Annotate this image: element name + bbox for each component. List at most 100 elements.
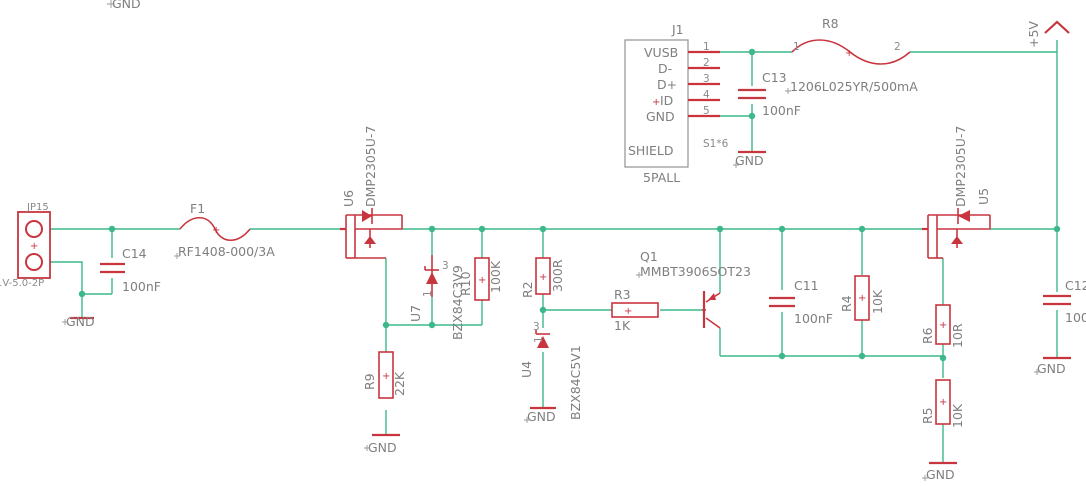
gnd-symbol-c12: GND bbox=[1037, 356, 1071, 376]
svg-text:Q1: Q1 bbox=[640, 249, 658, 264]
svg-text:+: + bbox=[212, 225, 220, 236]
svg-text:2: 2 bbox=[703, 57, 710, 69]
resistor-r3: + R3 1K bbox=[611, 287, 659, 333]
svg-text:C12: C12 bbox=[1065, 278, 1086, 293]
svg-text:SHIELD: SHIELD bbox=[628, 143, 674, 158]
svg-text:100: 100 bbox=[1065, 310, 1086, 325]
svg-text:+5V: +5V bbox=[1026, 21, 1041, 48]
svg-text:BZX84C3V9: BZX84C3V9 bbox=[450, 265, 465, 340]
svg-text:100nF: 100nF bbox=[122, 279, 161, 294]
svg-text:RF1408-000/3A: RF1408-000/3A bbox=[178, 244, 275, 259]
svg-text:1: 1 bbox=[533, 336, 545, 343]
mosfet-u5: DMP2305U-7 U5 bbox=[922, 126, 991, 259]
svg-text:C11: C11 bbox=[794, 278, 819, 293]
svg-text:3: 3 bbox=[703, 73, 710, 85]
svg-text:D-: D- bbox=[658, 61, 672, 76]
zener-u7: 3 1 U7 BZX84C3V9 bbox=[408, 255, 465, 340]
svg-text:+: + bbox=[30, 241, 38, 252]
wires bbox=[50, 40, 1058, 463]
svg-text:1: 1 bbox=[422, 290, 434, 297]
svg-text:3: 3 bbox=[533, 321, 540, 333]
transistor-q1: Q1 MMBT3906SOT23 bbox=[640, 249, 751, 329]
gnd-symbol-r5: GND bbox=[926, 461, 957, 482]
svg-text:R10: R10 bbox=[458, 271, 473, 296]
svg-text:R9: R9 bbox=[362, 373, 377, 390]
svg-text:GND: GND bbox=[735, 153, 764, 168]
resistor-r10: + R10 100K bbox=[458, 257, 503, 301]
connector-jp15: + JP15 1V-5.0-2P bbox=[0, 202, 51, 289]
resistor-r2: + R2 300R bbox=[520, 257, 565, 298]
svg-text:F1: F1 bbox=[190, 201, 205, 216]
svg-text:U6: U6 bbox=[341, 190, 356, 207]
svg-text:1: 1 bbox=[793, 41, 800, 53]
svg-text:J1: J1 bbox=[671, 22, 684, 37]
capacitor-c13: C13 100nF bbox=[738, 70, 801, 118]
svg-text:1V-5.0-2P: 1V-5.0-2P bbox=[0, 278, 44, 289]
fuse-r8: + 1 2 R8 1206L025YR/500mA bbox=[790, 16, 918, 94]
svg-text:2: 2 bbox=[894, 41, 901, 53]
svg-text:+: + bbox=[845, 48, 853, 59]
svg-text:100nF: 100nF bbox=[794, 311, 833, 326]
svg-text:4: 4 bbox=[703, 89, 710, 101]
svg-text:R3: R3 bbox=[614, 287, 631, 302]
gnd-symbol-c13: GND bbox=[735, 150, 766, 168]
svg-text:DMP2305U-7: DMP2305U-7 bbox=[363, 126, 378, 207]
svg-text:100nF: 100nF bbox=[762, 103, 801, 118]
svg-text:+: + bbox=[478, 275, 486, 286]
svg-text:1K: 1K bbox=[614, 318, 631, 333]
svg-text:1: 1 bbox=[703, 41, 710, 53]
svg-text:R8: R8 bbox=[822, 16, 839, 31]
svg-text:+: + bbox=[624, 306, 632, 317]
usb-connector-j1: VUSB D- D+ + ID GND SHIELD 1 2 3 4 5 S1*… bbox=[624, 22, 729, 185]
svg-text:GND: GND bbox=[1037, 361, 1066, 376]
svg-text:+: + bbox=[858, 293, 866, 304]
svg-text:100K: 100K bbox=[488, 260, 503, 293]
gnd-symbol-c14: GND bbox=[66, 314, 95, 329]
svg-text:C14: C14 bbox=[122, 246, 147, 261]
svg-text:+: + bbox=[539, 272, 547, 283]
mosfet-u6: U6 DMP2305U-7 bbox=[340, 126, 403, 259]
svg-text:5: 5 bbox=[703, 105, 710, 117]
origin-markers bbox=[62, 0, 1040, 481]
svg-text:GND: GND bbox=[66, 314, 95, 329]
svg-text:U7: U7 bbox=[408, 305, 423, 322]
fuse-f1: + F1 RF1408-000/3A bbox=[178, 201, 275, 259]
resistor-r6: + R6 10R bbox=[920, 304, 965, 348]
svg-text:JP15: JP15 bbox=[26, 202, 49, 213]
svg-text:GND: GND bbox=[527, 409, 556, 424]
svg-text:5PALL: 5PALL bbox=[643, 170, 680, 185]
gnd-symbol-u4: GND bbox=[527, 406, 556, 424]
resistor-r5: + R5 10K bbox=[920, 379, 965, 428]
svg-text:MMBT3906SOT23: MMBT3906SOT23 bbox=[640, 264, 751, 279]
svg-text:BZX84C5V1: BZX84C5V1 bbox=[568, 345, 583, 420]
zener-u4: 3 1 U4 BZX84C5V1 bbox=[519, 321, 583, 420]
svg-text:R2: R2 bbox=[520, 281, 535, 298]
svg-text:+: + bbox=[382, 371, 390, 382]
resistor-r9: + R9 22K bbox=[362, 351, 407, 399]
svg-text:GND: GND bbox=[926, 467, 955, 482]
svg-text:R4: R4 bbox=[839, 295, 854, 312]
svg-text:GND: GND bbox=[646, 109, 675, 124]
gnd-symbol-r9: GND bbox=[368, 433, 400, 455]
capacitor-c12: C12 100 bbox=[1043, 278, 1086, 325]
gnd-fragment-top: GND bbox=[112, 0, 141, 11]
svg-text:U4: U4 bbox=[519, 361, 534, 378]
svg-text:GND: GND bbox=[112, 0, 141, 11]
svg-text:10K: 10K bbox=[870, 289, 885, 314]
svg-text:GND: GND bbox=[368, 440, 397, 455]
svg-text:VUSB: VUSB bbox=[644, 45, 678, 60]
svg-text:U5: U5 bbox=[976, 188, 991, 205]
svg-text:ID: ID bbox=[660, 93, 673, 108]
svg-text:R5: R5 bbox=[920, 407, 935, 424]
svg-text:S1*6: S1*6 bbox=[703, 138, 729, 150]
resistor-r4: + R4 10K bbox=[839, 275, 885, 321]
svg-text:DMP2305U-7: DMP2305U-7 bbox=[953, 126, 968, 207]
svg-text:1206L025YR/500mA: 1206L025YR/500mA bbox=[790, 79, 918, 94]
svg-text:+: + bbox=[939, 320, 947, 331]
svg-text:22K: 22K bbox=[392, 371, 407, 396]
svg-text:10K: 10K bbox=[950, 403, 965, 428]
svg-text:+: + bbox=[939, 397, 947, 408]
capacitor-c11: C11 100nF bbox=[769, 278, 833, 326]
svg-text:300R: 300R bbox=[550, 259, 565, 292]
